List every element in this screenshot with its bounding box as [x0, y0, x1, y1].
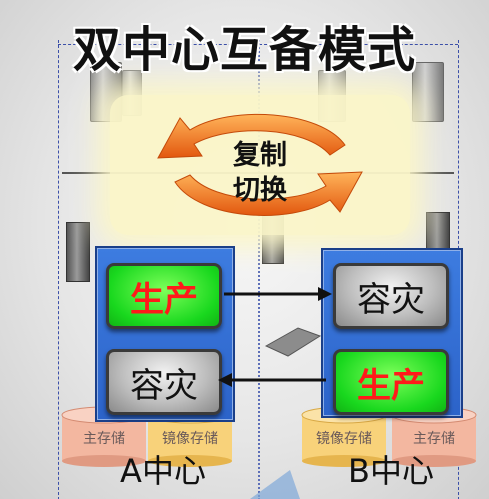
replication-arrow-b-to-a — [218, 373, 326, 387]
center-divider — [258, 40, 260, 499]
network-switch-icon — [264, 327, 322, 357]
server-rack-right — [412, 62, 444, 122]
replication-arrow-a-to-b — [224, 287, 332, 301]
storage-a-primary-label: 主存储 — [83, 431, 125, 447]
center-a-dr-box: 容灾 — [106, 349, 222, 415]
center-b-label: B中心 — [348, 452, 434, 490]
center-b-production-box: 生产 — [333, 349, 449, 415]
switch-label: 切换 — [233, 175, 287, 206]
storage-b-primary-icon — [391, 406, 477, 467]
storage-b-mirror-label: 镜像存储 — [316, 431, 372, 447]
server-tower-left — [66, 222, 90, 282]
frame-left-dashed — [58, 40, 59, 499]
decorative-light-beam — [250, 470, 300, 499]
center-a-production-box: 生产 — [106, 263, 222, 329]
storage-a-mirror-label: 镜像存储 — [162, 431, 218, 447]
replication-cycle-icon — [157, 113, 363, 216]
diagram-title: 双中心互备模式 — [72, 22, 416, 78]
copy-label: 复制 — [233, 140, 287, 171]
center-b-dr-box: 容灾 — [333, 263, 449, 329]
center-a-label: A中心 — [120, 452, 206, 490]
storage-b-primary-label: 主存储 — [413, 431, 455, 447]
